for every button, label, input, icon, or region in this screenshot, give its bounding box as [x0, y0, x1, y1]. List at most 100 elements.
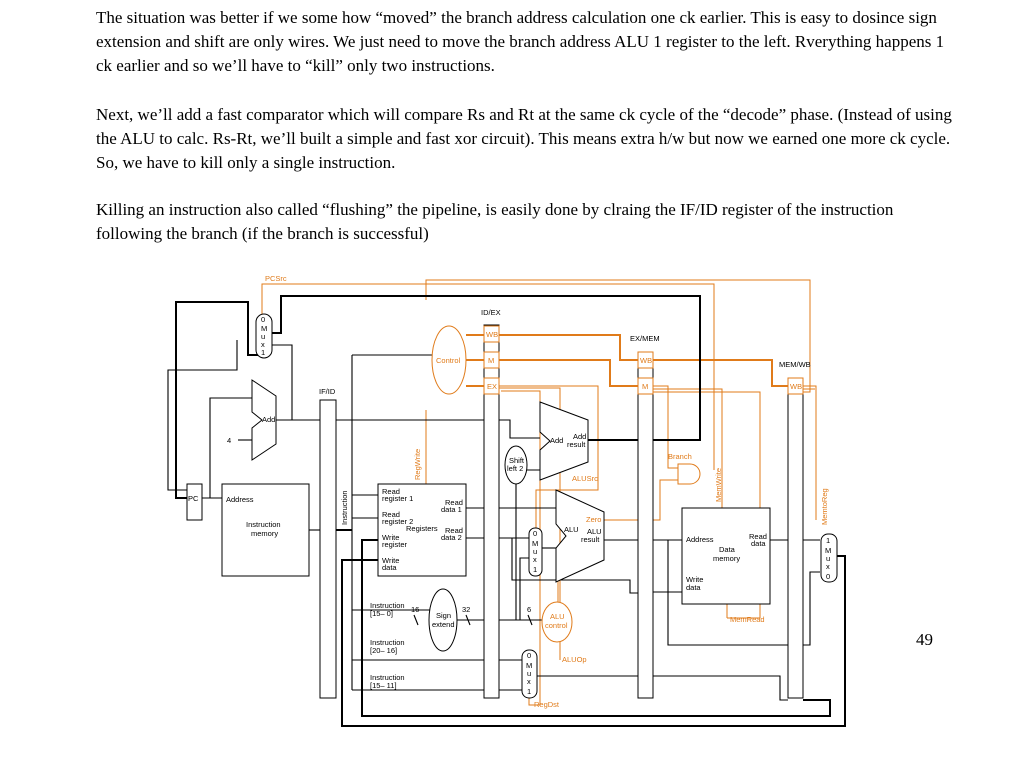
alu-src-mux: 0 M u x 1 [528, 527, 543, 577]
branch-and-gate: Branch [668, 452, 701, 485]
dm-read-a: Read [749, 532, 767, 541]
adder-label: Add [262, 415, 275, 424]
alu-label: ALU [564, 525, 579, 534]
id-ex-register: ID/EX WB M EX [481, 308, 501, 699]
data-wires [167, 295, 846, 727]
read-data-1-a: Read [445, 498, 463, 507]
alu-mux-u: u [533, 547, 537, 556]
register-file: Read register 1 Read register 2 Register… [377, 483, 467, 577]
instruction-memory: Address Instruction memory [221, 483, 310, 577]
branch-add-label: Add [550, 436, 563, 445]
im-address-label: Address [226, 495, 254, 504]
instr-15-0-b: [15– 0] [370, 609, 393, 618]
ex-mem-wb: WB [640, 356, 652, 365]
mux-letter-m: M [261, 324, 267, 333]
pc-adder: Add 4 [227, 379, 277, 461]
write-reg-a: Write [382, 533, 399, 542]
instr-15-11-b: [15– 11] [370, 681, 397, 690]
instr-15-11-a: Instruction [370, 673, 405, 682]
instruction-vertical-label: Instruction [340, 490, 349, 525]
dm-write-b: data [686, 583, 701, 592]
memtoreg-label: MemtoReg [820, 488, 829, 525]
alu: ALU ALU result Zero ALUSrc [555, 474, 605, 583]
dm-address: Address [686, 535, 714, 544]
bits-32: 32 [462, 605, 470, 614]
constant-four: 4 [227, 436, 231, 445]
regdst-mux-0: 0 [527, 651, 531, 660]
branch-label: Branch [668, 452, 692, 461]
alu-mux-1: 1 [533, 565, 537, 574]
sign-extend-a: Sign [436, 611, 451, 620]
dm-label-b: memory [713, 554, 740, 563]
regwrite-label: RegWrite [413, 449, 422, 480]
regdst-mux: 0 M u x 1 RegDst [521, 649, 560, 709]
regdst-mux-u: u [527, 669, 531, 678]
instr-20-16-b: [20– 16] [370, 646, 397, 655]
paragraph-branch-address: The situation was better if we some how … [96, 8, 945, 75]
write-reg-b: register [382, 540, 408, 549]
im-label-1: Instruction [246, 520, 281, 529]
wb-mux-1: 1 [826, 536, 830, 545]
shift-left-2: Shift left 2 [504, 445, 528, 485]
id-ex-ex: EX [487, 382, 497, 391]
paragraph-flushing: Killing an instruction also called “flus… [96, 200, 894, 243]
memread-label: MemRead [730, 615, 765, 624]
add-result-a: Add [573, 432, 586, 441]
read-reg-2-b: register 2 [382, 517, 413, 526]
bits-16: 16 [411, 605, 419, 614]
control-label: Control [436, 356, 461, 365]
read-data-1-b: data 1 [441, 505, 462, 514]
pcsrc-label: PCSrc [265, 274, 287, 283]
pc-mux: 0 M u x 1 [255, 313, 273, 359]
dm-label-a: Data [719, 545, 736, 554]
mux-letter-u: u [261, 332, 265, 341]
paragraph-fast-comparator: Next, we’ll add a fast comparator which … [96, 105, 952, 172]
regdst-mux-1: 1 [527, 687, 531, 696]
ex-mem-label: EX/MEM [630, 334, 660, 343]
read-reg-1-a: Read [382, 487, 400, 496]
write-data-a: Write [382, 556, 399, 565]
wb-mux-x: x [826, 562, 830, 571]
branch-adder: Add Add result [539, 401, 589, 481]
mem-wb-label: MEM/WB [779, 360, 811, 369]
mux-input-1: 1 [261, 348, 265, 357]
zero-label: Zero [586, 515, 601, 524]
instr-20-16-a: Instruction [370, 638, 405, 647]
write-data-b: data [382, 563, 397, 572]
mux-input-0: 0 [261, 315, 265, 324]
alu-mux-0: 0 [533, 529, 537, 538]
read-data-2-a: Read [445, 526, 463, 535]
shift-a: Shift [509, 456, 525, 465]
add-result-b: result [567, 440, 586, 449]
pc-label: PC [188, 494, 199, 503]
bits-6: 6 [527, 605, 531, 614]
alu-mux-x: x [533, 555, 537, 564]
dm-read-b: data [751, 539, 766, 548]
shift-b: left 2 [507, 464, 523, 473]
memwrite-label: MemWrite [714, 468, 723, 502]
read-data-2-b: data 2 [441, 533, 462, 542]
regdst-label: RegDst [534, 700, 560, 709]
program-counter: PC [186, 483, 203, 521]
if-id-register: IF/ID Instruction [319, 387, 349, 699]
sign-extend: Sign extend 16 32 [411, 588, 471, 652]
writeback-mux: 1 M u x 0 [820, 533, 838, 583]
mux-letter-x: x [261, 340, 265, 349]
alu-result-b: result [581, 535, 600, 544]
id-ex-label: ID/EX [481, 308, 501, 317]
alu-control: ALU control 6 ALUOp [527, 601, 587, 664]
page-number: 49 [916, 630, 933, 649]
control-unit: Control [431, 325, 467, 395]
read-reg-2-a: Read [382, 510, 400, 519]
instr-15-0-a: Instruction [370, 601, 405, 610]
regdst-mux-m: M [526, 661, 532, 670]
read-reg-1-b: register 1 [382, 494, 413, 503]
data-memory: Address Read data Data memory Write data… [681, 507, 771, 624]
wb-mux-u: u [826, 554, 830, 563]
mem-wb-register: MEM/WB WB [779, 360, 811, 699]
dm-write-a: Write [686, 575, 703, 584]
instruction-fields: Instruction [15– 0] Instruction [20– 16]… [370, 601, 405, 690]
ex-mem-m: M [642, 382, 648, 391]
wb-mux-0: 0 [826, 572, 830, 581]
registers-label: Registers [406, 524, 438, 533]
